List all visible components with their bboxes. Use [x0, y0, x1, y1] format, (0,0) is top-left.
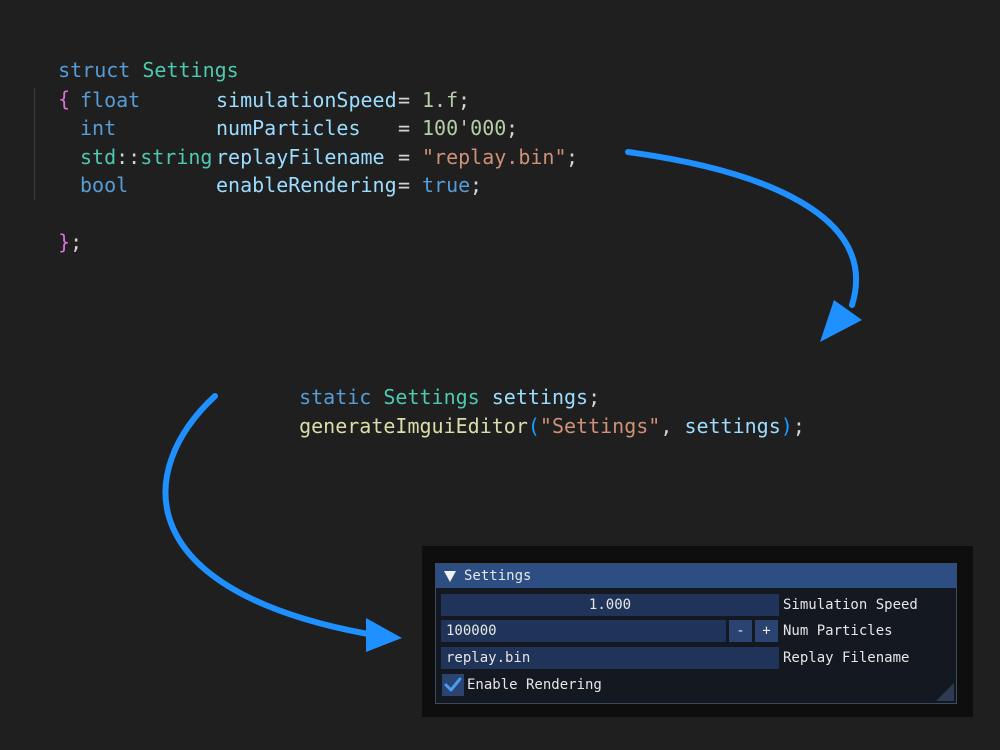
- static-var: settings: [491, 385, 589, 409]
- arrow-curve-2: [162, 393, 371, 637]
- keyword-struct: struct: [58, 58, 131, 82]
- call-arg-string: "Settings": [539, 414, 661, 438]
- function-name: generateImguiEditor: [299, 414, 528, 438]
- field-value: 1.f: [422, 88, 459, 112]
- call-arg-var: settings: [684, 414, 781, 438]
- static-type: Settings: [383, 385, 480, 409]
- increment-button[interactable]: +: [755, 620, 778, 642]
- field-end: ;: [470, 173, 483, 197]
- field-eq: =: [398, 88, 411, 112]
- struct-end: ;: [70, 230, 83, 254]
- field-end: ;: [566, 145, 579, 169]
- field-name: simulationSpeed: [216, 88, 397, 112]
- type-namespace: std: [80, 145, 117, 169]
- code-line-field-4: bool enableRendering = true;: [34, 171, 634, 199]
- num-particles-input[interactable]: 100000: [441, 620, 726, 642]
- open-paren: (: [527, 414, 540, 438]
- field-type: bool: [80, 173, 129, 197]
- struct-name: Settings: [142, 58, 239, 82]
- field-type: std::string: [80, 143, 212, 171]
- replay-filename-label: Replay Filename: [783, 650, 910, 666]
- field-eq: =: [398, 173, 411, 197]
- field-value: 100'000: [422, 116, 507, 140]
- field-name: enableRendering: [216, 173, 397, 197]
- field-name: numParticles: [216, 116, 361, 140]
- field-value: true: [422, 173, 471, 197]
- replay-filename-input[interactable]: replay.bin: [441, 647, 779, 669]
- simulation-speed-input[interactable]: 1.000: [441, 594, 779, 616]
- code-line-close-brace: };: [34, 200, 82, 254]
- field-type: float: [80, 88, 141, 112]
- type-separator: ::: [116, 145, 141, 169]
- collapsing-header[interactable]: Settings: [436, 564, 956, 588]
- replay-filename-value: replay.bin: [446, 650, 531, 666]
- field-eq: =: [398, 145, 411, 169]
- field-eq: =: [398, 116, 411, 140]
- code-line-static: static Settings settings;: [275, 355, 600, 409]
- code-line-field-2: int numParticles = 100'000;: [34, 114, 634, 142]
- resize-grip-icon[interactable]: [936, 683, 954, 701]
- code-line-open-brace: {: [34, 57, 70, 111]
- static-end: ;: [588, 385, 601, 409]
- decrement-button[interactable]: -: [729, 620, 752, 642]
- keyword-static: static: [299, 385, 372, 409]
- num-particles-label: Num Particles: [783, 623, 893, 639]
- close-brace: }: [58, 230, 71, 254]
- enable-rendering-label: Enable Rendering: [467, 677, 602, 693]
- num-particles-value: 100000: [446, 623, 497, 639]
- close-paren: ): [780, 414, 793, 438]
- indent-guide: [34, 88, 35, 200]
- checkmark-icon: [444, 677, 462, 692]
- arrow-head-2: [366, 618, 402, 652]
- type-name: string: [140, 145, 213, 169]
- code-line-field-3: std::string replayFilename = "replay.bin…: [34, 143, 634, 171]
- call-comma: ,: [660, 414, 673, 438]
- code-line-struct: struct Settings: [34, 28, 239, 82]
- field-name: replayFilename: [216, 145, 385, 169]
- simulation-speed-value: 1.000: [588, 597, 632, 613]
- call-end: ;: [792, 414, 805, 438]
- enable-rendering-checkbox[interactable]: [442, 674, 464, 696]
- open-brace: {: [58, 87, 71, 111]
- imgui-settings-window: Settings 1.000 Simulation Speed 100000 -…: [435, 563, 957, 704]
- field-type: int: [80, 116, 117, 140]
- arrow-head-1: [820, 300, 862, 342]
- code-line-call: generateImguiEditor("Settings", settings…: [275, 384, 805, 438]
- arrow-curve-1: [625, 149, 860, 308]
- header-title: Settings: [464, 568, 532, 584]
- simulation-speed-label: Simulation Speed: [783, 597, 918, 613]
- collapse-triangle-icon[interactable]: [444, 570, 456, 582]
- field-end: ;: [458, 88, 471, 112]
- field-value: "replay.bin": [422, 145, 567, 169]
- field-end: ;: [506, 116, 519, 140]
- code-line-field-1: float simulationSpeed = 1.f;: [34, 86, 634, 114]
